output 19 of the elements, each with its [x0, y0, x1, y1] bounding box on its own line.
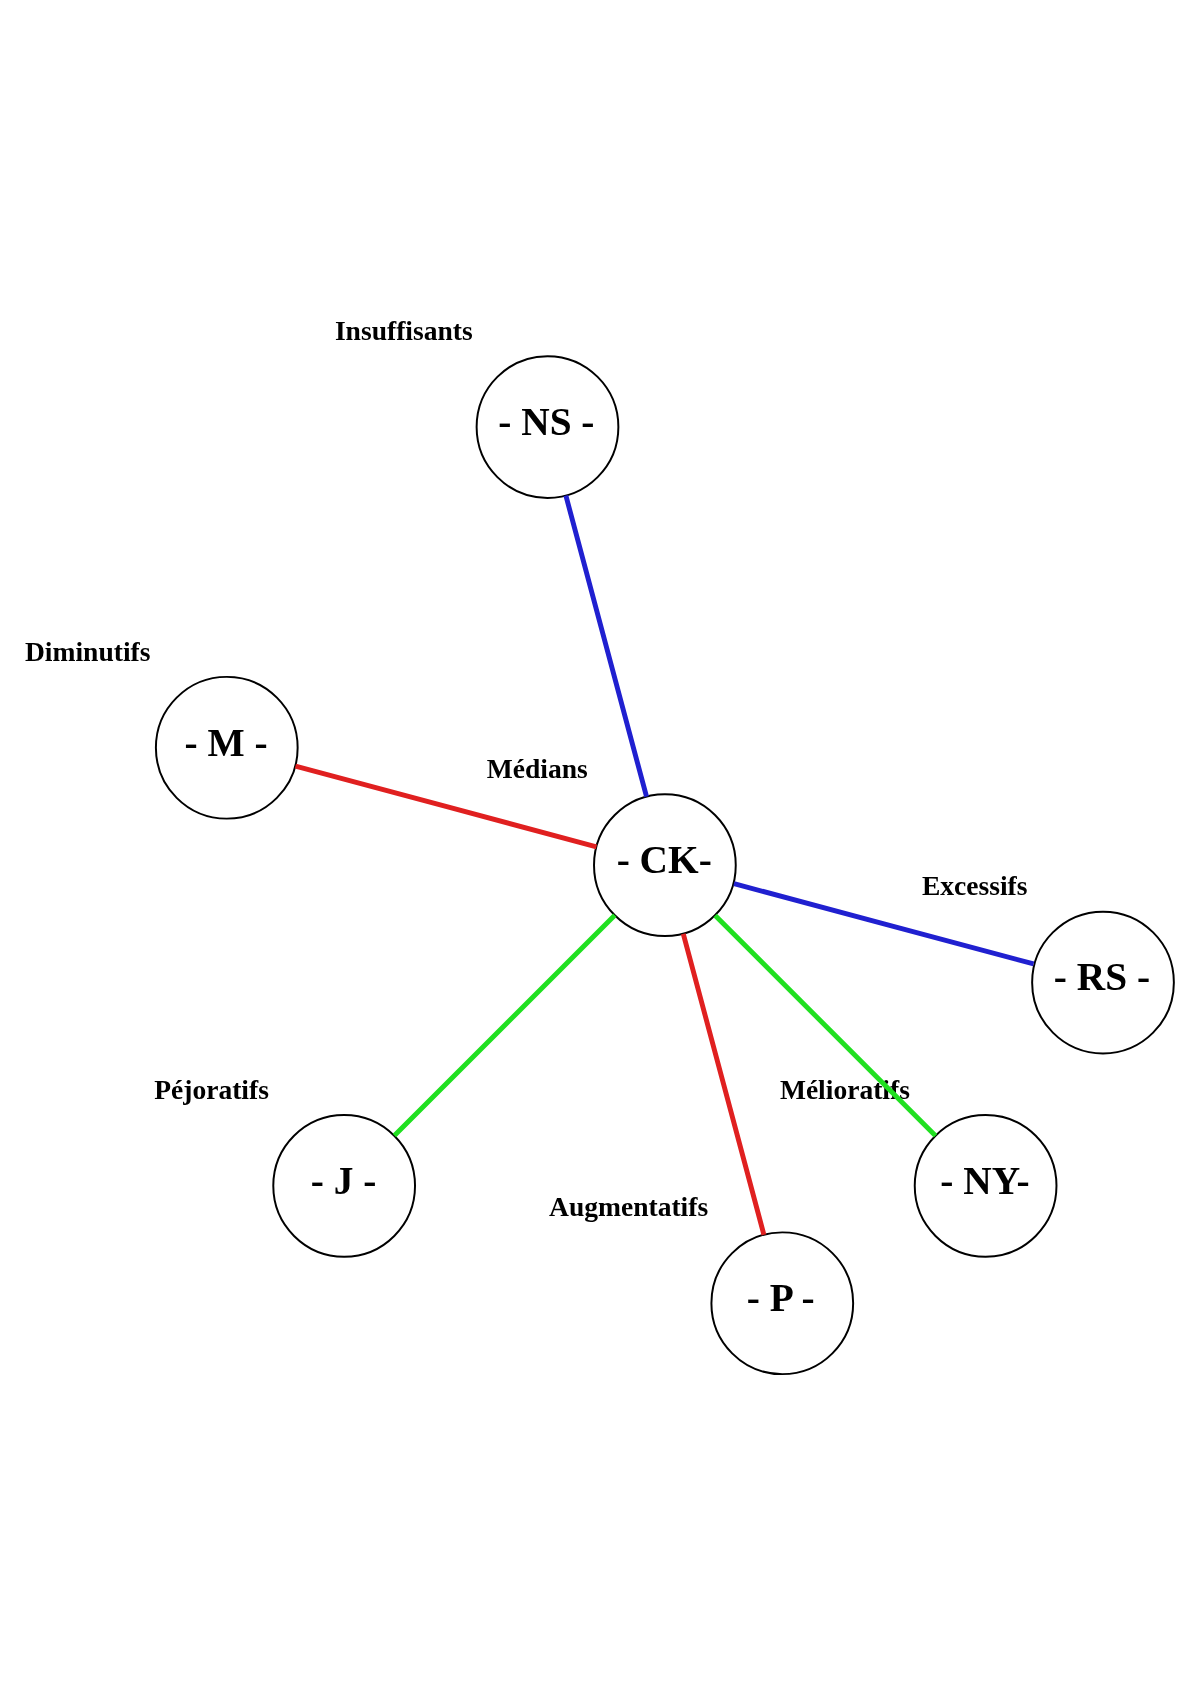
node-label: Médians [486, 752, 588, 784]
connector [680, 932, 767, 1235]
node-label: Diminutifs [24, 635, 151, 667]
node-circle: - P - [710, 1230, 855, 1375]
connector [713, 913, 938, 1137]
connector [733, 880, 1035, 966]
node-label: Excessifs [921, 869, 1028, 901]
node-circle: - NY- [913, 1113, 1058, 1258]
node-circle: - NS - [475, 354, 620, 499]
node-circle: - J - [272, 1113, 416, 1258]
node-label: Insuffisants [334, 314, 473, 346]
node-label: Péjoratifs [154, 1073, 269, 1105]
node-circle: - M - [154, 675, 299, 820]
node-circle: - RS - [1031, 910, 1175, 1054]
connector [563, 494, 649, 797]
connector [392, 913, 617, 1137]
connector [294, 763, 598, 849]
node-label: Augmentatifs [548, 1190, 709, 1222]
node-circle: - CK- [593, 792, 737, 937]
